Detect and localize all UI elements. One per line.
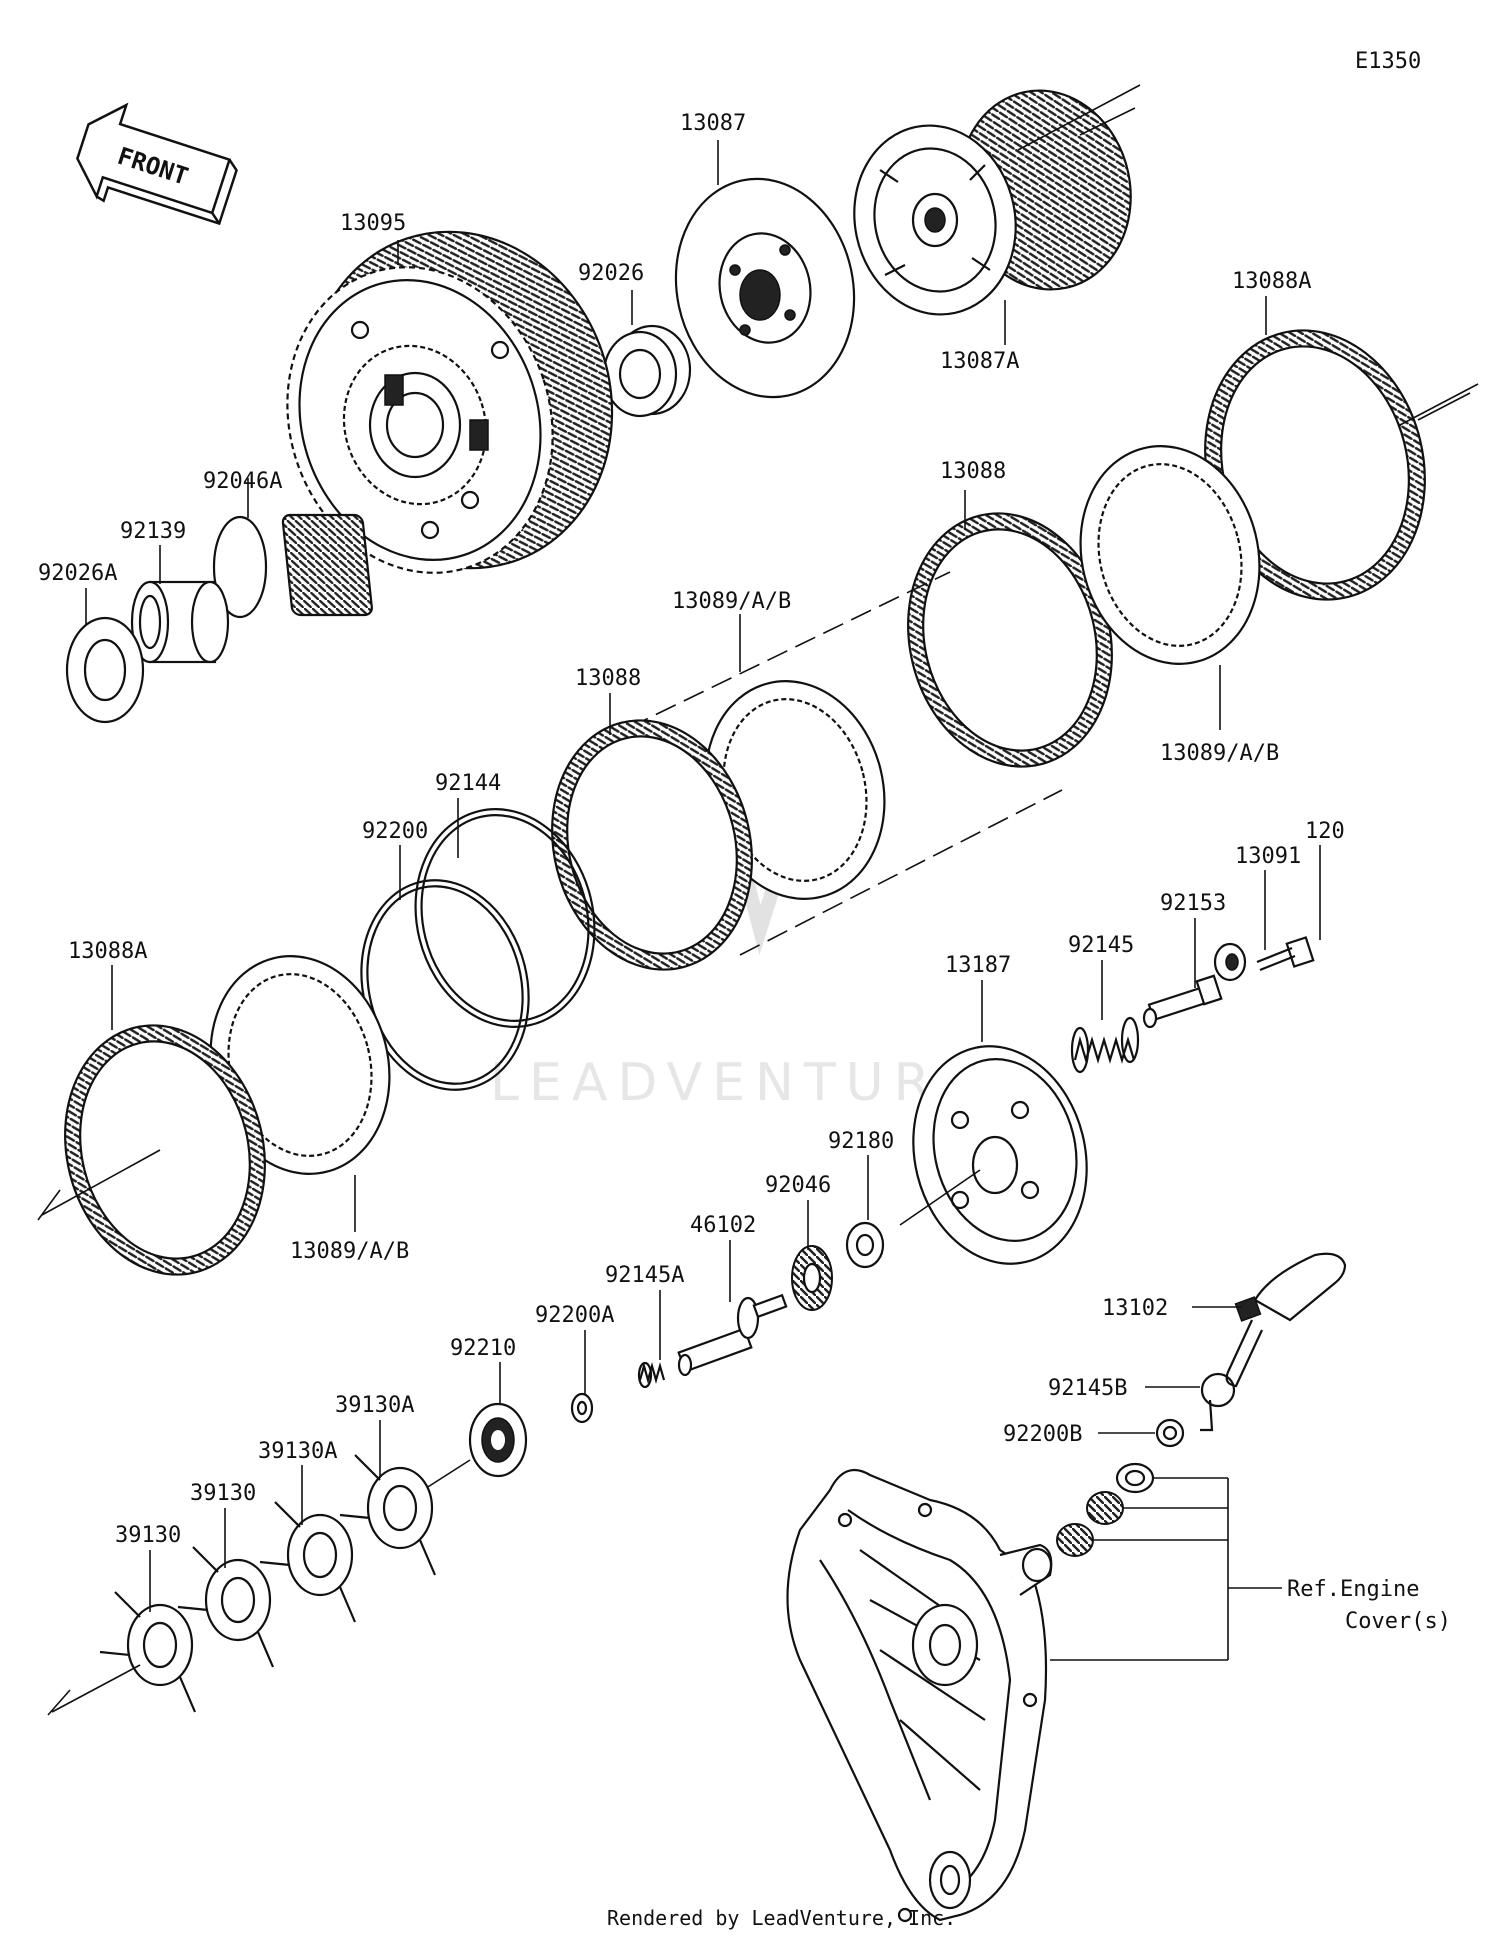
- label-92046: 92046: [765, 1173, 831, 1198]
- part-39130-lock-washer-b[interactable]: [99, 1591, 197, 1713]
- part-92200A-washer[interactable]: [570, 1392, 594, 1424]
- part-39130A-lock-washer-a[interactable]: [339, 1454, 437, 1576]
- part-92046A-needle-bearing[interactable]: [212, 513, 373, 619]
- label-13089-left: 13089/A/B: [290, 1239, 409, 1264]
- ref-cover-bearing-2: [1086, 1491, 1124, 1525]
- label-13187: 13187: [945, 953, 1011, 978]
- label-92046A: 92046A: [203, 469, 282, 494]
- part-39130A-lock-washer-b[interactable]: [259, 1501, 357, 1623]
- label-13095: 13095: [340, 211, 406, 236]
- label-92026: 92026: [578, 261, 644, 286]
- part-13091-washer[interactable]: [1213, 942, 1247, 982]
- label-92200B: 92200B: [1003, 1422, 1082, 1447]
- label-92200: 92200: [362, 819, 428, 844]
- label-92145: 92145: [1068, 933, 1134, 958]
- label-39130-a: 39130: [190, 1481, 256, 1506]
- label-13089-right: 13089/A/B: [1160, 741, 1279, 766]
- label-92026A: 92026A: [38, 561, 117, 586]
- part-13102-release-lever[interactable]: [1225, 1252, 1347, 1388]
- watermark-text: LEADVENTURE: [490, 1053, 983, 1113]
- footer-credit: Rendered by LeadVenture, Inc.: [607, 1906, 956, 1930]
- part-92026A-washer[interactable]: [65, 616, 145, 724]
- label-92180: 92180: [828, 1129, 894, 1154]
- part-13088A-friction-plate-top[interactable]: [1177, 307, 1452, 623]
- ref-cover-bearing-1: [1115, 1462, 1155, 1494]
- part-92180-washer[interactable]: [845, 1221, 885, 1269]
- label-39130-b: 39130: [115, 1523, 181, 1548]
- ref-cover-bearing-3: [1056, 1523, 1094, 1557]
- label-13087: 13087: [680, 111, 746, 136]
- part-13087-pressure-plate[interactable]: [656, 162, 874, 414]
- part-39130-lock-washer-a[interactable]: [177, 1546, 275, 1668]
- label-92145A: 92145A: [605, 1263, 684, 1288]
- ref-engine-label: Ref.Engine: [1287, 1577, 1419, 1602]
- part-92145B-spring[interactable]: [1200, 1372, 1236, 1432]
- engine-cover: [786, 1468, 1053, 1923]
- part-13088-friction-plate-mid[interactable]: [526, 699, 777, 991]
- label-92145B: 92145B: [1048, 1376, 1127, 1401]
- label-13088-top: 13088: [940, 459, 1006, 484]
- label-120: 120: [1305, 819, 1345, 844]
- part-13187-release-plate[interactable]: [891, 1028, 1109, 1283]
- label-92153: 92153: [1160, 891, 1226, 916]
- part-13095-clutch-housing[interactable]: [248, 192, 655, 608]
- part-13089-steel-plate-right[interactable]: [1058, 427, 1282, 683]
- label-13087A: 13087A: [940, 349, 1019, 374]
- part-120-bolt[interactable]: [1256, 936, 1315, 972]
- ref-engine-cover-bracket: [1050, 1477, 1282, 1661]
- label-92210: 92210: [450, 1336, 516, 1361]
- diagram-code: E1350: [1355, 49, 1421, 74]
- label-13088A-left: 13088A: [68, 939, 147, 964]
- part-46102-push-rod[interactable]: [677, 1293, 788, 1377]
- label-39130A-b: 39130A: [258, 1439, 337, 1464]
- front-arrow-icon: FRONT: [76, 102, 238, 226]
- label-92144: 92144: [435, 771, 501, 796]
- part-92200B-washer[interactable]: [1155, 1418, 1185, 1448]
- label-46102: 46102: [690, 1213, 756, 1238]
- part-92046-thrust-bearing[interactable]: [791, 1245, 833, 1311]
- label-13102: 13102: [1102, 1296, 1168, 1321]
- label-92139: 92139: [120, 519, 186, 544]
- part-92139-sleeve[interactable]: [130, 580, 230, 664]
- label-13089-mid: 13089/A/B: [672, 589, 791, 614]
- label-13088A-top: 13088A: [1232, 269, 1311, 294]
- part-13088-friction-plate-top[interactable]: [882, 492, 1138, 789]
- part-92210-oil-seal[interactable]: [468, 1402, 528, 1478]
- part-92153-bolt[interactable]: [1142, 974, 1223, 1029]
- label-13088-mid: 13088: [575, 666, 641, 691]
- part-92026-collar[interactable]: [602, 324, 692, 418]
- part-92145-spring[interactable]: [1070, 1016, 1140, 1074]
- part-92145A-spring[interactable]: [637, 1361, 666, 1389]
- part-92144-ring[interactable]: [393, 790, 617, 1046]
- label-92200A: 92200A: [535, 1303, 614, 1328]
- part-13087A-clutch-hub[interactable]: [837, 75, 1149, 330]
- ref-cover-label: Cover(s): [1345, 1609, 1451, 1634]
- part-13088A-friction-plate-left[interactable]: [39, 1004, 290, 1296]
- label-13091: 13091: [1235, 844, 1301, 869]
- label-39130A-a: 39130A: [335, 1393, 414, 1418]
